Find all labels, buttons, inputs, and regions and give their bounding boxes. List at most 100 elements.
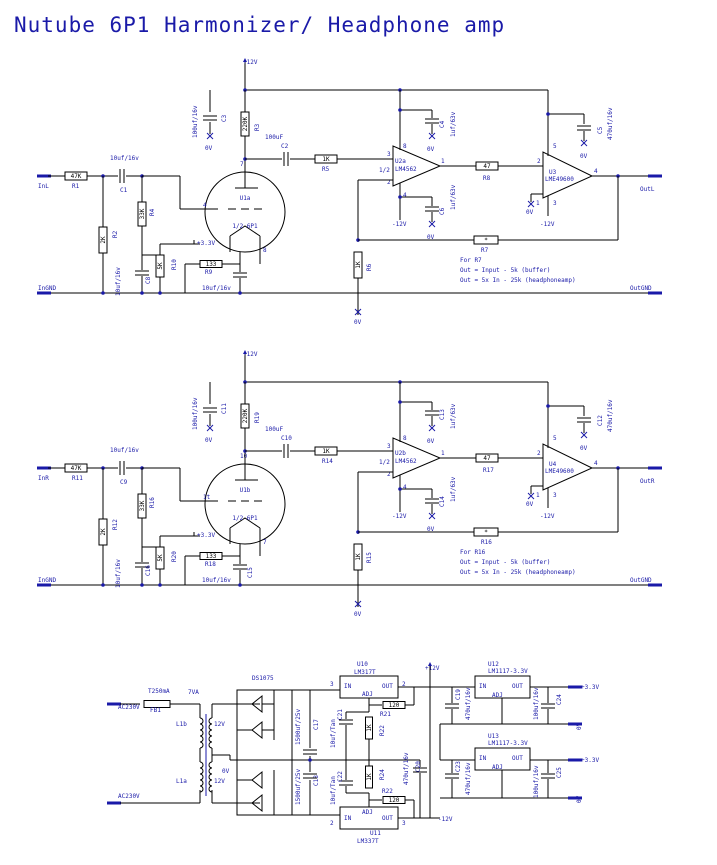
adj-resistor-r21-value: 120 bbox=[389, 702, 400, 709]
secondary-winding bbox=[208, 723, 213, 731]
capacitor-ref: C24 bbox=[556, 694, 563, 705]
buffer-pin: 3 bbox=[553, 200, 557, 207]
opamp-pos-capacitor bbox=[425, 411, 439, 415]
junction-dot bbox=[101, 583, 105, 587]
supply-capacitor-value: 100uf/16v bbox=[192, 105, 199, 138]
secondary-label: 12V bbox=[214, 721, 225, 728]
wire bbox=[229, 225, 261, 237]
regulator-pin: 2 bbox=[330, 820, 334, 827]
grid-resistor-ref: R16 bbox=[149, 497, 156, 508]
grid-resistor-ref: R4 bbox=[149, 208, 156, 216]
coupling-capacitor bbox=[284, 152, 288, 166]
ac-label-bottom: AC230V bbox=[118, 793, 140, 800]
series-resistor-ref: R14 bbox=[322, 458, 333, 465]
tube-type: 1/2 6P1 bbox=[232, 515, 258, 522]
supply-label: +12V bbox=[243, 351, 258, 358]
primary-label: L1a bbox=[176, 778, 187, 785]
opamp-pin: 1 bbox=[441, 158, 445, 165]
ground-label: 0V bbox=[427, 234, 435, 241]
output-label: OutR bbox=[640, 478, 655, 485]
secondary-winding bbox=[208, 741, 213, 749]
supply-arrow bbox=[243, 350, 247, 354]
capacitor-value: 100uf/16v bbox=[533, 687, 540, 720]
plate-resistor-value: 220K bbox=[242, 116, 249, 131]
bias-potentiometer-ref: R20 bbox=[171, 551, 178, 562]
output-terminal bbox=[568, 685, 582, 689]
resistor-ref: R21 bbox=[380, 711, 391, 718]
buffer-triangle bbox=[542, 151, 594, 199]
regulator-pin-label: ADJ bbox=[362, 809, 373, 816]
wire bbox=[428, 424, 436, 432]
opamp-pin: 3 bbox=[387, 151, 391, 158]
ground-label: 0V bbox=[205, 437, 213, 444]
regulator-ref: U13 bbox=[488, 733, 499, 740]
output-terminal bbox=[568, 722, 582, 726]
buffer-type: LME49600 bbox=[545, 468, 574, 475]
regulator-pin-label: IN bbox=[479, 755, 487, 762]
primary-winding bbox=[199, 729, 204, 737]
wire bbox=[580, 431, 588, 439]
filter-capacitor-ref: C8 bbox=[145, 276, 152, 284]
input-resistor-value: 47K bbox=[71, 173, 82, 180]
coupling-capacitor-value: 100uF bbox=[265, 426, 283, 433]
opamp-pin: 8 bbox=[403, 143, 407, 150]
feedback-resistor-ref: R7 bbox=[481, 247, 489, 254]
wire bbox=[354, 600, 362, 608]
supply-capacitor-value: 100uf/16v bbox=[192, 397, 199, 430]
regulator-type: LM317T bbox=[354, 669, 376, 676]
input-terminal bbox=[37, 466, 51, 470]
output-label: OutL bbox=[640, 186, 655, 193]
filament-capacitor-value: 10uf/16v bbox=[202, 285, 231, 292]
opamp-triangle bbox=[392, 437, 442, 479]
output-terminal bbox=[568, 796, 582, 800]
plate-resistor-ref: R19 bbox=[254, 412, 261, 423]
diode bbox=[251, 793, 263, 813]
regulator-capacitor-c19 bbox=[445, 704, 459, 708]
adj-resistor-r24-value: 1K bbox=[366, 773, 373, 781]
tube-pin-filament: 7 bbox=[263, 539, 267, 546]
bias-resistor-ref: R2 bbox=[112, 230, 119, 238]
grid-resistor-value: 33K bbox=[139, 208, 146, 219]
output-capacitor-c24 bbox=[541, 704, 555, 708]
opamp-neg-capacitor bbox=[425, 499, 439, 503]
fuse-value: T250mA bbox=[148, 688, 170, 695]
input-capacitor bbox=[120, 169, 124, 183]
buffer-capacitor bbox=[577, 126, 591, 130]
plate-resistor-value: 220K bbox=[242, 408, 249, 423]
capacitor-value: 100uf/16v bbox=[533, 765, 540, 798]
wire bbox=[206, 424, 214, 432]
coupling-capacitor-ref: C2 bbox=[281, 143, 289, 150]
capacitor-ref: C25 bbox=[556, 767, 563, 778]
regulator-pin-label: ADJ bbox=[492, 764, 503, 771]
filament-capacitor-ref: C15 bbox=[247, 567, 254, 578]
regulator-pin: 3 bbox=[330, 681, 334, 688]
filament-resistor-ref: R18 bbox=[205, 561, 216, 568]
buffer-pin: 4 bbox=[594, 460, 598, 467]
opamp-pin: 8 bbox=[403, 435, 407, 442]
primary-winding bbox=[199, 761, 204, 769]
transformer-zero-label: 0V bbox=[222, 768, 230, 775]
opamp-pin: 1 bbox=[441, 450, 445, 457]
input-resistor-value: 47K bbox=[71, 465, 82, 472]
filament-supply-label: +3.3V bbox=[197, 532, 215, 539]
diode bbox=[251, 770, 263, 790]
bias-potentiometer-value: 5K bbox=[157, 554, 164, 562]
junction-dot bbox=[398, 195, 402, 199]
resistor-ref: R24 bbox=[379, 769, 386, 780]
coupling-capacitor bbox=[284, 444, 288, 458]
primary-winding bbox=[199, 741, 204, 749]
regulator-capacitor-c23 bbox=[445, 774, 459, 778]
capacitor-ref: C19 bbox=[455, 689, 462, 700]
output-ground-label: OutGND bbox=[630, 577, 652, 584]
opamp-neg-capacitor-value: 1uf/63v bbox=[450, 476, 457, 502]
tube-ref: U1b bbox=[240, 487, 251, 494]
design-note: Out = Input - 5k (buffer) bbox=[460, 559, 550, 566]
ground-label: 0V bbox=[427, 146, 435, 153]
secondary-winding bbox=[208, 735, 213, 743]
output-label: +3.3V bbox=[581, 684, 599, 691]
regulator-pin: 2 bbox=[402, 681, 406, 688]
transformer-rating: 7VA bbox=[188, 689, 199, 696]
secondary-winding bbox=[208, 767, 213, 775]
buffer-capacitor bbox=[577, 418, 591, 422]
